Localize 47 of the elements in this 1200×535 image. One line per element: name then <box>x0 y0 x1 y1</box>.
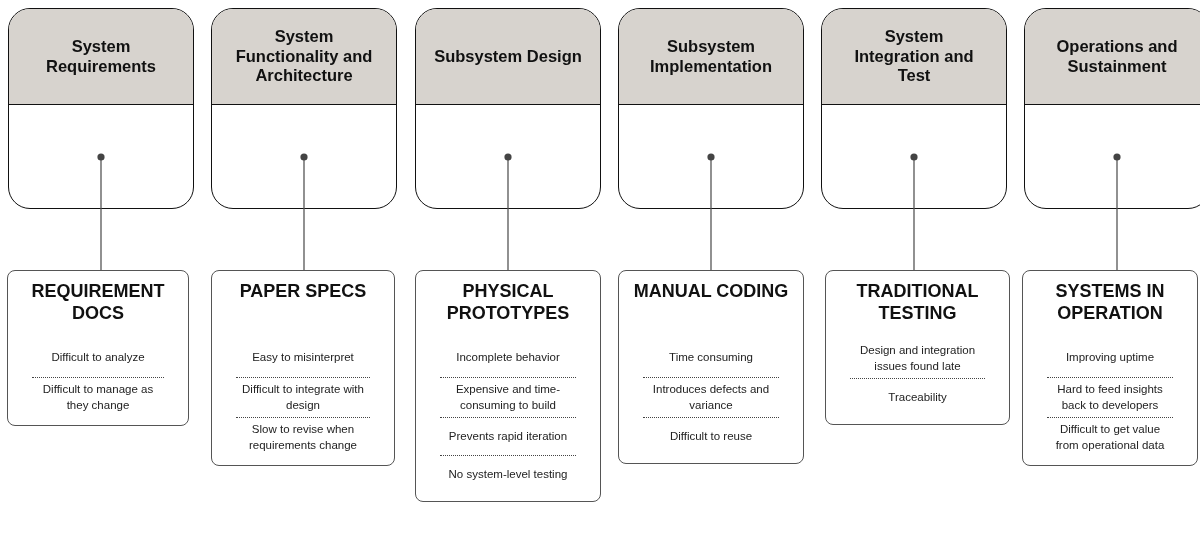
phase-title: System Integration and Test <box>853 26 975 87</box>
phase-title: Operations and Sustainment <box>1055 36 1179 77</box>
method-card <box>415 270 601 503</box>
phase-card <box>211 8 397 209</box>
challenge-text: Time consuming <box>668 350 754 366</box>
challenge-text: Expensive and time-consuming to build <box>440 377 576 418</box>
phase-card <box>415 8 601 209</box>
method-card <box>211 270 395 467</box>
method-title: PHYSICAL PROTOTYPES <box>445 281 571 325</box>
connector-line <box>910 153 918 271</box>
method-title: TRADITIONAL TESTING <box>855 281 980 325</box>
challenge-text: Difficult to manage as they change <box>32 377 164 418</box>
challenge-text: Improving uptime <box>1064 350 1156 366</box>
method-card <box>7 270 189 427</box>
phase-title: Subsystem Implementation <box>649 36 773 77</box>
phase-card <box>8 8 194 209</box>
challenge-text: Difficult to get value from operational data <box>1047 417 1173 458</box>
challenge-text: Hard to feed insights back to developers <box>1047 377 1173 418</box>
phase-title: System Functionality and Architecture <box>234 26 374 87</box>
phase-card <box>1024 8 1200 209</box>
phase-title: System Requirements <box>45 36 157 77</box>
connector-line <box>504 153 512 271</box>
challenge-text: Design and integration issues found late <box>858 343 977 374</box>
method-title: REQUIREMENT DOCS <box>30 281 166 325</box>
connector-line <box>300 153 308 271</box>
challenge-text: Slow to revise when requirements change <box>236 417 370 458</box>
challenge-text: Difficult to analyze <box>50 350 146 366</box>
method-card <box>825 270 1010 426</box>
phase-card <box>618 8 804 209</box>
challenge-text: Incomplete behavior <box>455 350 561 366</box>
method-title: PAPER SPECS <box>238 281 368 303</box>
method-title: SYSTEMS IN OPERATION <box>1054 281 1166 325</box>
challenge-text: Prevents rapid iteration <box>440 417 576 456</box>
challenge-text: Traceability <box>850 378 985 417</box>
phase-title: Subsystem Design <box>434 46 582 67</box>
challenge-text: Difficult to reuse <box>643 417 779 456</box>
connector-line <box>97 153 105 271</box>
connector-line <box>707 153 715 271</box>
method-card <box>1022 270 1198 467</box>
phase-card <box>821 8 1007 209</box>
challenge-text: Introduces defects and variance <box>643 377 779 418</box>
method-card <box>618 270 804 465</box>
challenge-text: Difficult to integrate with design <box>236 377 370 418</box>
challenge-text: Easy to misinterpret <box>251 350 355 366</box>
method-title: MANUAL CODING <box>633 281 789 303</box>
connector-line <box>1113 153 1121 271</box>
challenge-text: No system-level testing <box>440 455 576 494</box>
